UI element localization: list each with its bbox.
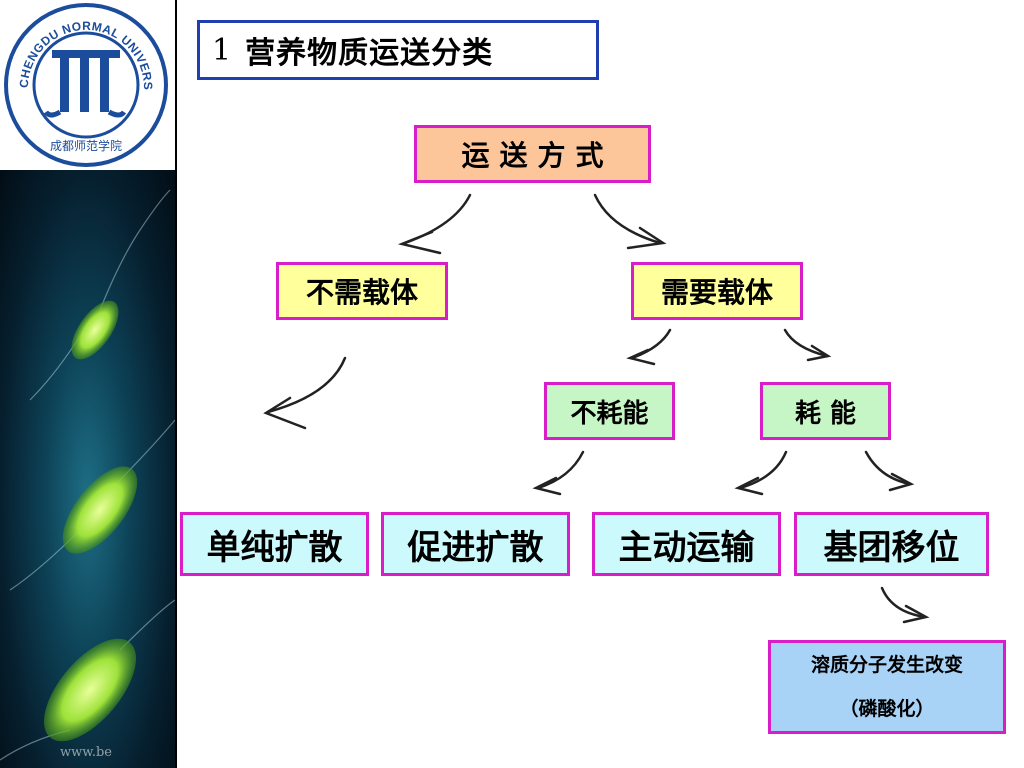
arrowhead-energy-right [888,472,915,492]
university-logo: CHENGDU NORMAL UNIVERSITY 1955 成都师范学院 [0,0,175,170]
note-line-1: 溶质分子发生改变 [810,654,963,676]
arrow-no-carrier [266,356,347,414]
arrowhead-energy-left [734,476,764,496]
arrowhead-no-energy [532,476,562,496]
title-number: 1 [212,32,232,68]
slide-title: 1 营养物质运送分类 [197,20,599,80]
leaf-group-translocation: 基团移位 [794,512,989,576]
leaf-active-transport: 主动运输 [592,512,781,576]
bacteria-photo: www.be [0,170,175,768]
node-carrier: 需要载体 [631,262,803,320]
leaf-facilitated-diffusion: 促进扩散 [381,512,570,576]
university-seal-icon: CHENGDU NORMAL UNIVERSITY 1955 成都师范学院 [0,0,168,167]
arrow-root-right [593,193,662,245]
arrowhead-carrier-right [806,344,832,362]
arrowhead-carrier-left [626,348,656,366]
arrow-energy-left [738,450,788,490]
sidebar: CHENGDU NORMAL UNIVERSITY 1955 成都师范学院 [0,0,175,768]
node-no-carrier: 不需载体 [276,262,448,320]
bacteria-icon [0,189,175,761]
note-line-2: （磷酸化） [839,698,935,720]
node-energy: 耗 能 [760,382,891,440]
arrowhead-group-translocation [902,604,930,624]
arrowhead-root-left [397,230,442,255]
logo-seal-text: 成都师范学院 [50,138,122,153]
leaf-simple-diffusion: 单纯扩散 [180,512,369,576]
watermark-text: www.be [60,745,112,760]
arrow-no-energy [536,450,585,490]
arrow-root-left [403,193,472,245]
arrowhead-root-right [626,226,667,250]
note-box: 溶质分子发生改变 （磷酸化） [768,640,1006,734]
title-text: 营养物质运送分类 [245,36,494,71]
node-transport-mode: 运送方式 [414,125,651,183]
divider-line [175,0,177,768]
arrowhead-no-carrier [263,396,307,430]
node-no-energy: 不耗能 [544,382,675,440]
arrow-energy-right [864,450,912,486]
arrow-carrier-right [783,328,829,358]
arrow-group-translocation [880,586,927,619]
